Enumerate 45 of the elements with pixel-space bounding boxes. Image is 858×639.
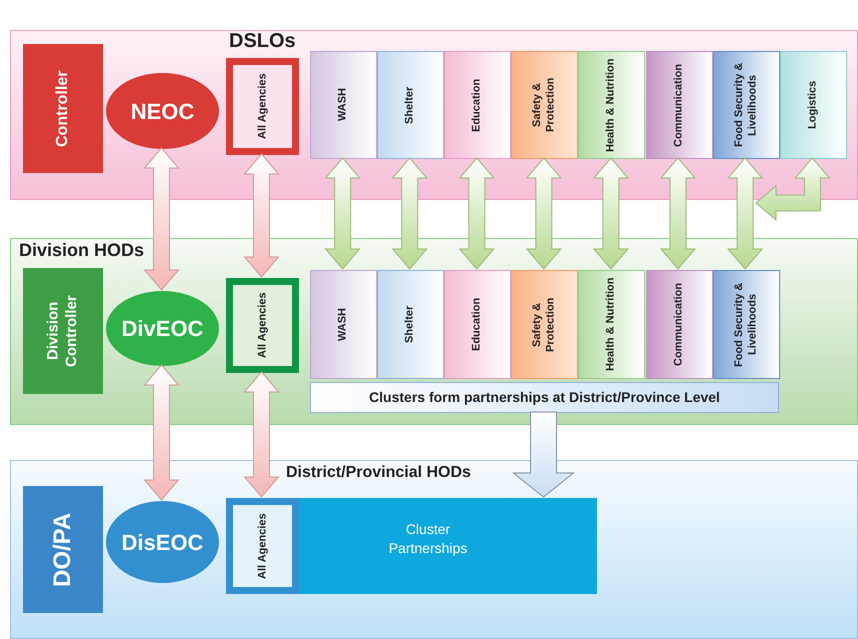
block-arrow bbox=[526, 157, 562, 270]
tier-band bbox=[10, 460, 858, 639]
cluster-box: Safety & Protection bbox=[511, 51, 578, 159]
block-arrow bbox=[392, 157, 428, 270]
tier-band bbox=[10, 30, 858, 200]
agencies-box: All Agencies bbox=[226, 58, 299, 155]
cluster-box: Food Security & Livelihoods bbox=[712, 51, 780, 159]
agencies-box: All Agencies bbox=[226, 498, 299, 594]
cluster-box: Communication bbox=[646, 51, 713, 159]
partnership-banner: Clusters form partnerships at District/Province Level bbox=[310, 382, 779, 413]
cluster-box: Shelter bbox=[377, 51, 444, 159]
block-arrow bbox=[143, 364, 180, 501]
cluster-box: Food Security & Livelihoods bbox=[712, 270, 780, 379]
block-arrow bbox=[243, 371, 280, 498]
cluster-box: Health & Nutrition bbox=[578, 270, 646, 379]
cluster-box: Logistics bbox=[780, 51, 847, 159]
cluster-box: WASH bbox=[310, 270, 378, 379]
tier-heading: Division HODs bbox=[19, 241, 144, 259]
agencies-box: All Agencies bbox=[226, 278, 299, 373]
eoc-ellipse: DisEOC bbox=[106, 501, 219, 583]
cluster-box: Education bbox=[444, 51, 512, 159]
cluster-box: Communication bbox=[646, 270, 713, 379]
partnership-box: Cluster Partnerships bbox=[299, 498, 597, 594]
role-box: DO/PA bbox=[23, 486, 103, 613]
cluster-box: Safety & Protection bbox=[511, 270, 578, 379]
role-box: Controller bbox=[23, 44, 103, 173]
block-arrow bbox=[458, 157, 495, 270]
block-arrow bbox=[512, 412, 575, 498]
eoc-ellipse: DivEOC bbox=[106, 291, 219, 366]
block-arrow bbox=[243, 153, 280, 278]
tier-band bbox=[10, 238, 858, 425]
cluster-box: Health & Nutrition bbox=[578, 51, 646, 159]
tier-heading: DSLOs bbox=[229, 31, 296, 51]
block-arrow bbox=[755, 157, 830, 222]
block-arrow bbox=[660, 157, 696, 270]
block-arrow bbox=[324, 157, 361, 270]
cluster-box: WASH bbox=[310, 51, 378, 159]
block-arrow bbox=[727, 157, 764, 270]
cluster-box: Education bbox=[444, 270, 512, 379]
block-arrow bbox=[592, 157, 629, 270]
role-box: Division Controller bbox=[23, 268, 103, 394]
tier-heading: District/Provincial HODs bbox=[286, 465, 471, 481]
eoc-ellipse: NEOC bbox=[106, 73, 219, 149]
cluster-box: Shelter bbox=[377, 270, 444, 379]
block-arrow bbox=[143, 147, 180, 291]
